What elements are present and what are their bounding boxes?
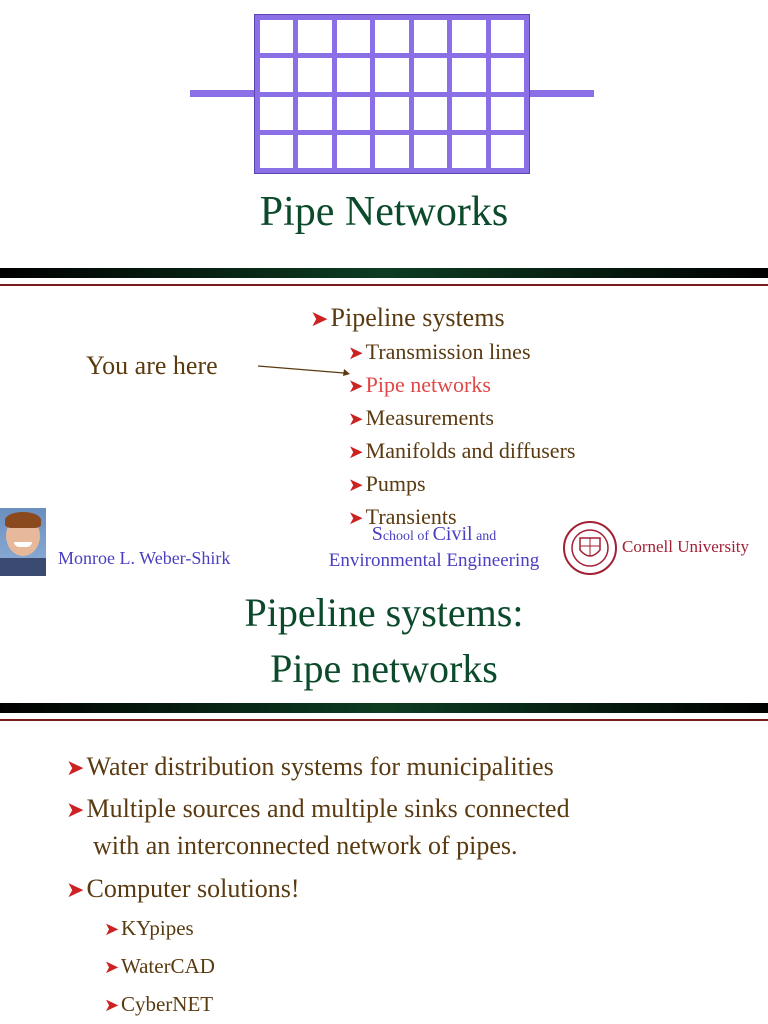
sub-list: ➤Transmission lines ➤Pipe networks ➤Meas… xyxy=(348,336,575,534)
divider-thin xyxy=(0,719,768,721)
bullet-arrow-icon: ➤ xyxy=(66,797,85,822)
school-name: School of Civil and Environmental Engine… xyxy=(328,523,540,571)
list-item: ➤WaterCAD xyxy=(104,954,215,978)
bullet-arrow-icon: ➤ xyxy=(348,475,364,496)
bullet-arrow-icon: ➤ xyxy=(104,919,119,939)
avatar xyxy=(0,508,46,576)
bullet-item: ➤Computer solutions! xyxy=(66,874,300,903)
bullet-arrow-icon: ➤ xyxy=(66,877,85,902)
bullet-item-continued: with an interconnected network of pipes. xyxy=(93,831,518,860)
list-item: ➤Measurements xyxy=(348,405,494,430)
slide-title-line2: Pipe networks xyxy=(270,646,498,691)
author-name: Monroe L. Weber-Shirk xyxy=(58,548,231,568)
bullet-item: ➤Water distribution systems for municipa… xyxy=(66,752,554,781)
list-item: ➤Manifolds and diffusers xyxy=(348,438,576,463)
slide-title-line1: Pipeline systems: xyxy=(244,590,524,635)
bullet-arrow-icon: ➤ xyxy=(104,995,119,1015)
bullet-arrow-icon: ➤ xyxy=(348,376,364,397)
you-are-here-label: You are here xyxy=(86,351,218,380)
divider xyxy=(0,268,768,278)
divider-thin xyxy=(0,284,768,286)
pointer-arrow-icon xyxy=(258,365,350,376)
sub-list: ➤KYpipes ➤WaterCAD ➤CyberNET xyxy=(104,910,215,1024)
pipe-grid xyxy=(254,14,530,174)
bullet-arrow-icon: ➤ xyxy=(348,442,364,463)
bullet-arrow-icon: ➤ xyxy=(348,508,364,529)
list-item: ➤Pumps xyxy=(348,471,426,496)
bullet-arrow-icon: ➤ xyxy=(66,755,85,780)
bullet-arrow-icon: ➤ xyxy=(310,306,329,331)
bullet-arrow-icon: ➤ xyxy=(348,409,364,430)
bullet-arrow-icon: ➤ xyxy=(104,957,119,977)
bullet-arrow-icon: ➤ xyxy=(348,343,364,364)
divider xyxy=(0,703,768,713)
bullet-item: ➤Multiple sources and multiple sinks con… xyxy=(66,794,570,823)
university-name: Cornell University xyxy=(622,537,750,556)
list-item: ➤Transmission lines xyxy=(348,339,531,364)
list-item-active: ➤Pipe networks xyxy=(348,372,491,397)
list-item: ➤Transients xyxy=(348,504,457,529)
list-item: ➤KYpipes xyxy=(104,916,194,940)
cornell-seal-icon xyxy=(563,521,617,575)
slide-title: Pipe Networks xyxy=(259,189,509,235)
main-bullet: ➤Pipeline systems xyxy=(310,303,505,332)
list-item: ➤CyberNET xyxy=(104,992,214,1016)
